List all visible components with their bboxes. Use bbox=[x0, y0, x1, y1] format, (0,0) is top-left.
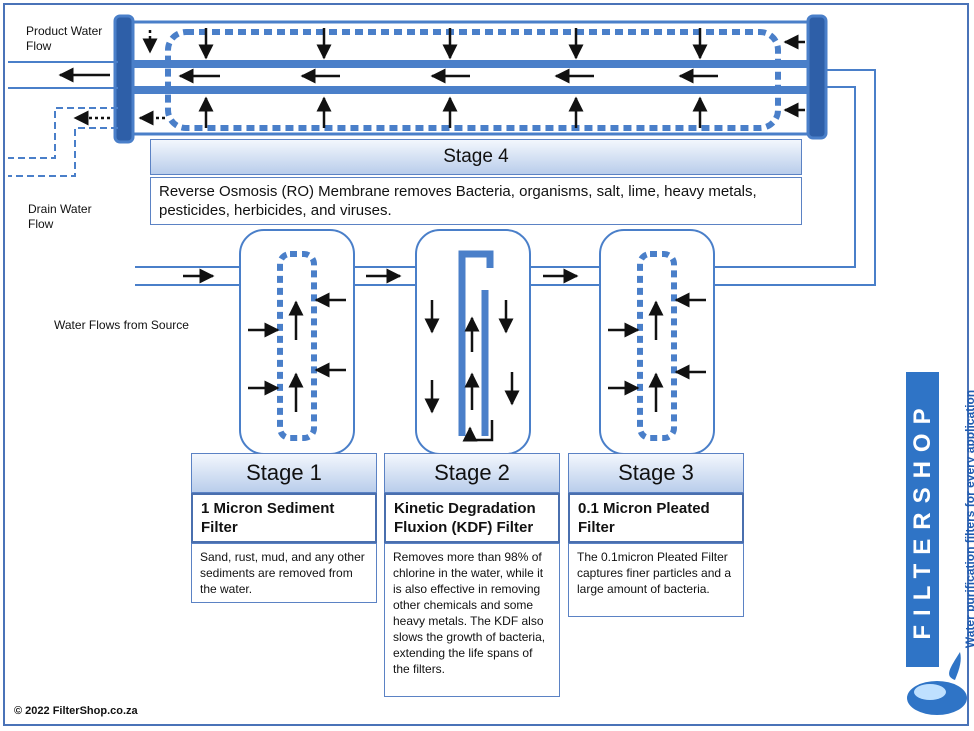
stage3-housing bbox=[599, 229, 715, 455]
copyright: © 2022 FilterShop.co.za bbox=[14, 705, 138, 717]
brand-name: FILTERSHOP bbox=[906, 372, 939, 667]
stage3-description: The 0.1micron Pleated Filter captures fi… bbox=[568, 543, 744, 617]
stage3-header: Stage 3 bbox=[568, 453, 744, 493]
product-water-pipe bbox=[8, 61, 118, 89]
stage2-description: Removes more than 98% of chlorine in the… bbox=[384, 543, 560, 697]
stage1-housing bbox=[239, 229, 355, 455]
stage1-header: Stage 1 bbox=[191, 453, 377, 493]
brand-tagline: Water purification filters for every app… bbox=[963, 389, 974, 649]
ro-flow-arrows bbox=[138, 28, 805, 128]
drain-flow-label: Drain Water Flow bbox=[28, 202, 92, 231]
product-flow-label: Product Water Flow bbox=[26, 24, 103, 53]
stage4-header: Stage 4 bbox=[150, 139, 802, 175]
diagram-frame bbox=[3, 3, 969, 726]
stage2-housing bbox=[415, 229, 531, 455]
source-pipe bbox=[135, 266, 602, 286]
water-drop-icon bbox=[907, 652, 967, 715]
source-flow-label: Water Flows from Source bbox=[54, 318, 189, 332]
brand-logo: FILTERSHOP Water purification filters fo… bbox=[905, 370, 974, 700]
stage4-description: Reverse Osmosis (RO) Membrane removes Ba… bbox=[150, 177, 802, 225]
stage1-description: Sand, rust, mud, and any other sediments… bbox=[191, 543, 377, 603]
stage1-subtitle: 1 Micron Sediment Filter bbox=[191, 493, 377, 543]
ro-membrane bbox=[113, 14, 828, 144]
stage2-subtitle: Kinetic Degradation Fluxion (KDF) Filter bbox=[384, 493, 560, 543]
stage2-header: Stage 2 bbox=[384, 453, 560, 493]
stage3-subtitle: 0.1 Micron Pleated Filter bbox=[568, 493, 744, 543]
stage3-to-ro-pipe bbox=[714, 69, 876, 286]
drain-water-pipe bbox=[8, 107, 118, 177]
